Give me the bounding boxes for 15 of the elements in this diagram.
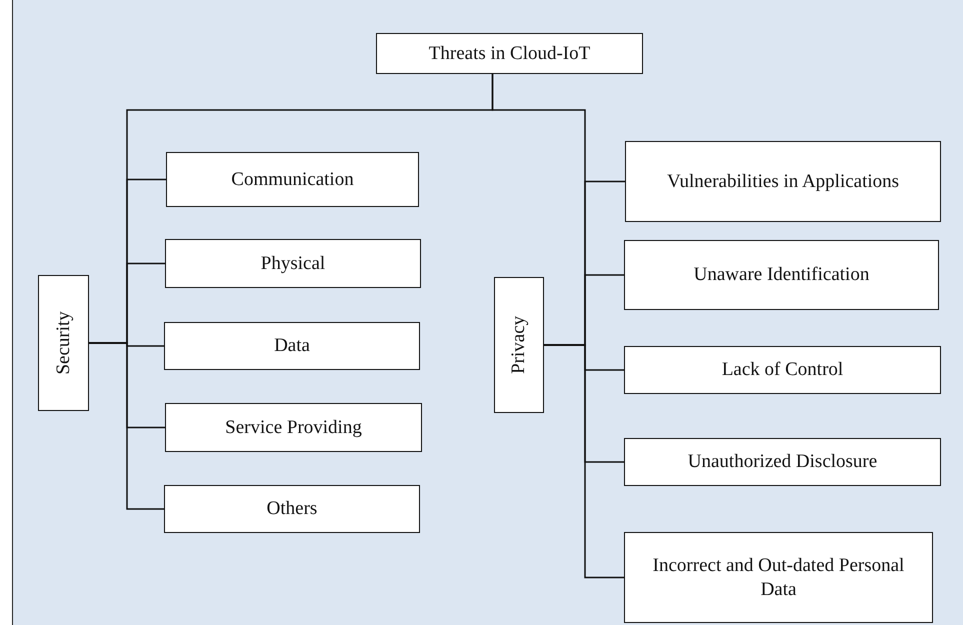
threat-box: Communication [166,152,419,207]
threat-box: Physical [165,239,421,288]
threat-box: Unaware Identification [624,240,939,310]
threat-box: Incorrect and Out-dated Personal Data [624,532,933,623]
category-box: Security [38,275,89,411]
threat-box: Unauthorized Disclosure [624,438,941,486]
threat-box: Data [164,322,420,370]
connector-line [544,344,624,578]
category-box: Privacy [494,277,544,413]
threat-box: Service Providing [165,403,422,452]
connector-line [89,342,164,510]
threat-box: Others [164,485,420,533]
threat-box: Vulnerabilities in Applications [625,141,941,222]
threat-box: Lack of Control [624,346,941,394]
threat-box: Threats in Cloud-IoT [376,33,643,74]
